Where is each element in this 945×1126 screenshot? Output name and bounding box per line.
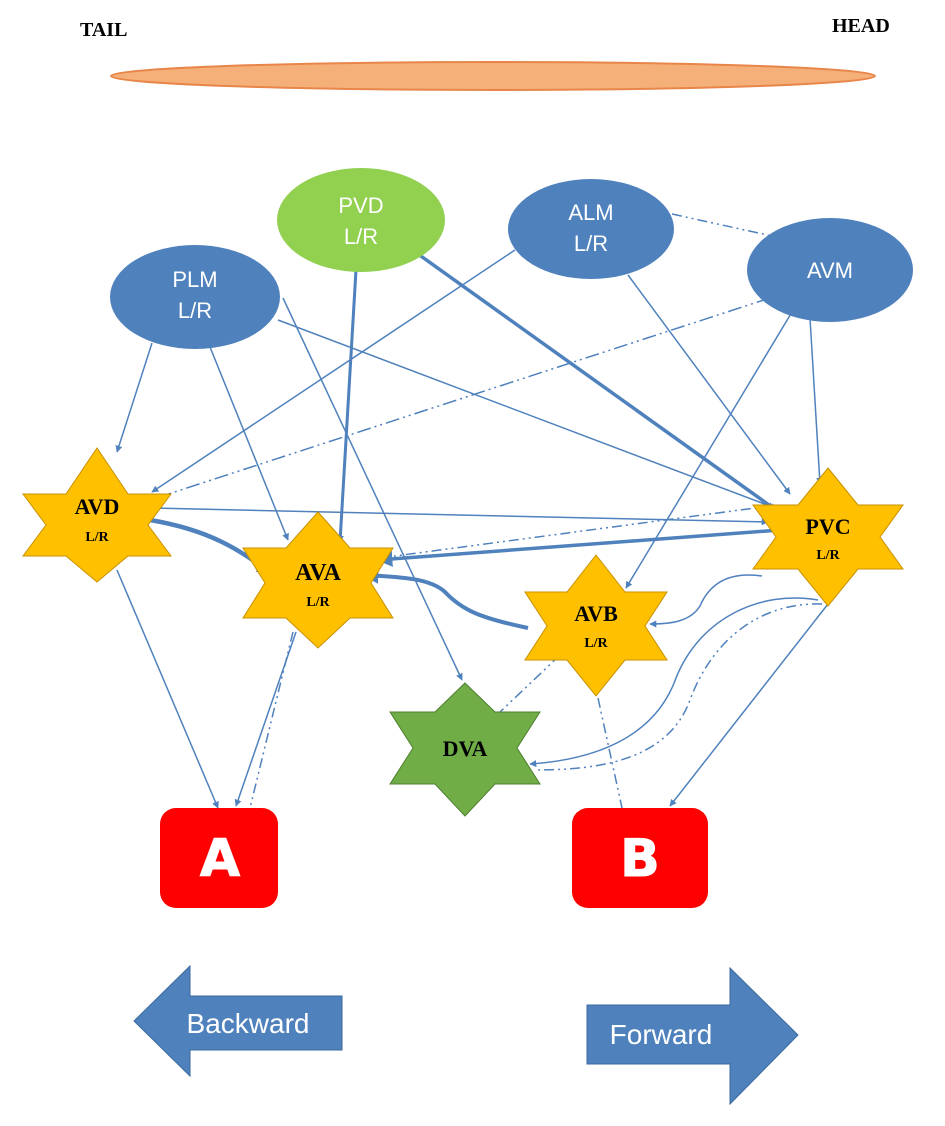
- sensory-plm: PLM L/R: [110, 245, 280, 349]
- edge-plm-avd: [115, 342, 153, 453]
- motor-block-a: A: [160, 808, 278, 908]
- edge-pvc-dva: [529, 597, 819, 768]
- forward-label: Forward: [610, 1019, 713, 1050]
- forward-arrow-shape: [586, 966, 799, 1106]
- motor-a-label: A: [200, 829, 240, 889]
- motor-block-b: B: [572, 808, 708, 908]
- interneuron-pvc: PVC L/R: [752, 467, 904, 607]
- pvd-node-shape: [277, 168, 445, 272]
- edge-avb-dva-gap: [499, 654, 561, 713]
- avd-label: AVD: [75, 494, 120, 519]
- dva-label: DVA: [443, 736, 488, 761]
- pvc-sublabel: L/R: [816, 548, 840, 563]
- edge-pvc-avb: [649, 574, 763, 628]
- plm-node-shape: [110, 245, 280, 349]
- motor-a-shape: [160, 808, 278, 908]
- tail-label: TAIL: [80, 19, 127, 41]
- avd-sublabel: L/R: [85, 530, 109, 545]
- edge-alm-avd: [151, 249, 516, 493]
- backward-arrow: Backward: [133, 964, 343, 1078]
- avm-node-shape: [747, 218, 913, 322]
- avm-label: AVM: [807, 258, 853, 283]
- edge-alm-avm-gap: [671, 213, 773, 237]
- forward-arrow: Forward: [586, 966, 799, 1106]
- backward-arrow-shape: [133, 964, 343, 1078]
- interneuron-avb: AVB L/R: [524, 554, 668, 697]
- avb-star-shape: [524, 554, 668, 697]
- backward-label: Backward: [187, 1008, 310, 1039]
- edge-pvc-b: [669, 603, 829, 807]
- edge-ava-a-gap: [249, 631, 294, 809]
- pvc-label: PVC: [805, 514, 850, 539]
- edge-avm-pvc: [809, 317, 824, 485]
- edge-avb-ava: [362, 567, 529, 630]
- worm-body: [110, 61, 876, 91]
- ava-sublabel: L/R: [306, 595, 330, 610]
- edge-avd-pvc: [151, 507, 769, 526]
- motor-b-label: B: [620, 829, 660, 889]
- pvd-sublabel: L/R: [344, 224, 378, 249]
- dva-star-shape: [389, 682, 541, 817]
- edge-pvc-ava: [376, 520, 795, 567]
- sensory-avm: AVM: [747, 218, 913, 322]
- alm-sublabel: L/R: [574, 231, 608, 256]
- edge-avb-b-gap: [597, 697, 623, 809]
- motor-b-shape: [572, 808, 708, 908]
- avb-sublabel: L/R: [584, 636, 608, 651]
- edge-pvc-dva-gap: [534, 603, 823, 771]
- sensory-alm: ALM L/R: [508, 179, 674, 279]
- interneuron-ava: AVA L/R: [242, 511, 394, 649]
- avd-star-shape: [22, 447, 172, 583]
- avb-label: AVB: [574, 601, 618, 626]
- edge-alm-pvc: [627, 274, 791, 495]
- interneuron-dva: DVA: [389, 682, 541, 817]
- edge-avm-avd-gap: [149, 297, 771, 501]
- edge-pvd-ava: [336, 269, 358, 543]
- plm-label: PLM: [172, 267, 217, 292]
- edge-pvd-pvc: [416, 252, 778, 512]
- plm-sublabel: L/R: [178, 298, 212, 323]
- sensory-pvd: PVD L/R: [277, 168, 445, 272]
- head-label: HEAD: [832, 15, 890, 37]
- ava-star-shape: [242, 511, 394, 649]
- edge-avd-a: [116, 569, 219, 809]
- pvd-label: PVD: [338, 193, 383, 218]
- connections: [115, 213, 829, 809]
- edge-avm-avb: [625, 311, 793, 589]
- alm-label: ALM: [568, 200, 613, 225]
- edge-plm-dva: [282, 297, 463, 681]
- interneuron-avd: AVD L/R: [22, 447, 172, 583]
- alm-node-shape: [508, 179, 674, 279]
- ava-label: AVA: [295, 560, 341, 586]
- pvc-star-shape: [752, 467, 904, 607]
- edge-plm-ava: [209, 346, 289, 541]
